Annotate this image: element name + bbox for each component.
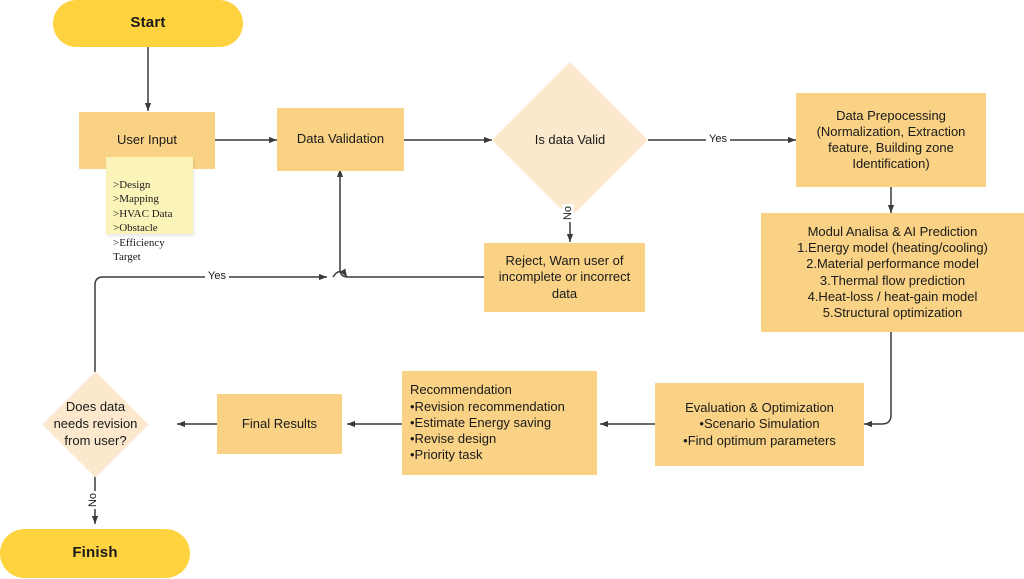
edge-label-valid-yes: Yes (706, 133, 730, 145)
node-modul-analisa-label: Modul Analisa & AI Prediction 1.Energy m… (797, 223, 988, 320)
node-modul-analisa[interactable]: Modul Analisa & AI Prediction 1.Energy m… (761, 213, 1024, 332)
edge-needs-revision-yes-to-data-validation (94, 273, 327, 372)
note-user-input-details: >Design >Mapping >HVAC Data >Obstacle >E… (106, 157, 193, 263)
node-reject[interactable]: Reject, Warn user of incomplete or incor… (484, 243, 645, 312)
node-final-results[interactable]: Final Results (217, 394, 342, 454)
node-final-results-label: Final Results (241, 415, 318, 431)
node-recommendation[interactable]: Recommendation •Revision recommendation … (402, 371, 597, 475)
node-evaluation[interactable]: Evaluation & Optimization •Scenario Simu… (655, 383, 864, 466)
edge-crossing-hop (332, 268, 348, 278)
node-evaluation-label: Evaluation & Optimization •Scenario Simu… (683, 400, 836, 448)
node-user-input-label: User Input (117, 132, 177, 148)
node-needs-revision[interactable]: Does data needs revision from user? (42, 371, 149, 478)
note-user-input-text: >Design >Mapping >HVAC Data >Obstacle >E… (113, 178, 173, 264)
node-start[interactable]: Start (53, 0, 243, 47)
node-needs-revision-label: Does data needs revision from user? (53, 399, 138, 448)
node-start-label: Start (130, 14, 166, 32)
edge-reject-to-data-validation (336, 169, 484, 278)
edge-modul-analisa-to-evaluation (864, 332, 892, 428)
node-data-preprocessing-label: Data Prepocessing (Normalization, Extrac… (816, 107, 966, 172)
node-recommendation-label: Recommendation •Revision recommendation … (410, 382, 565, 463)
node-finish-label: Finish (72, 544, 118, 562)
edge-label-revision-yes: Yes (205, 270, 229, 282)
node-data-validation[interactable]: Data Validation (277, 108, 404, 171)
node-is-data-valid-label: Is data Valid (534, 131, 606, 147)
node-reject-label: Reject, Warn user of incomplete or incor… (498, 253, 631, 301)
node-data-validation-label: Data Validation (296, 131, 385, 147)
edge-label-revision-no: No (87, 490, 100, 510)
node-data-preprocessing[interactable]: Data Prepocessing (Normalization, Extrac… (796, 93, 986, 187)
node-is-data-valid[interactable]: Is data Valid (492, 62, 648, 218)
node-finish[interactable]: Finish (0, 529, 190, 578)
edge-label-valid-no: No (562, 203, 575, 223)
